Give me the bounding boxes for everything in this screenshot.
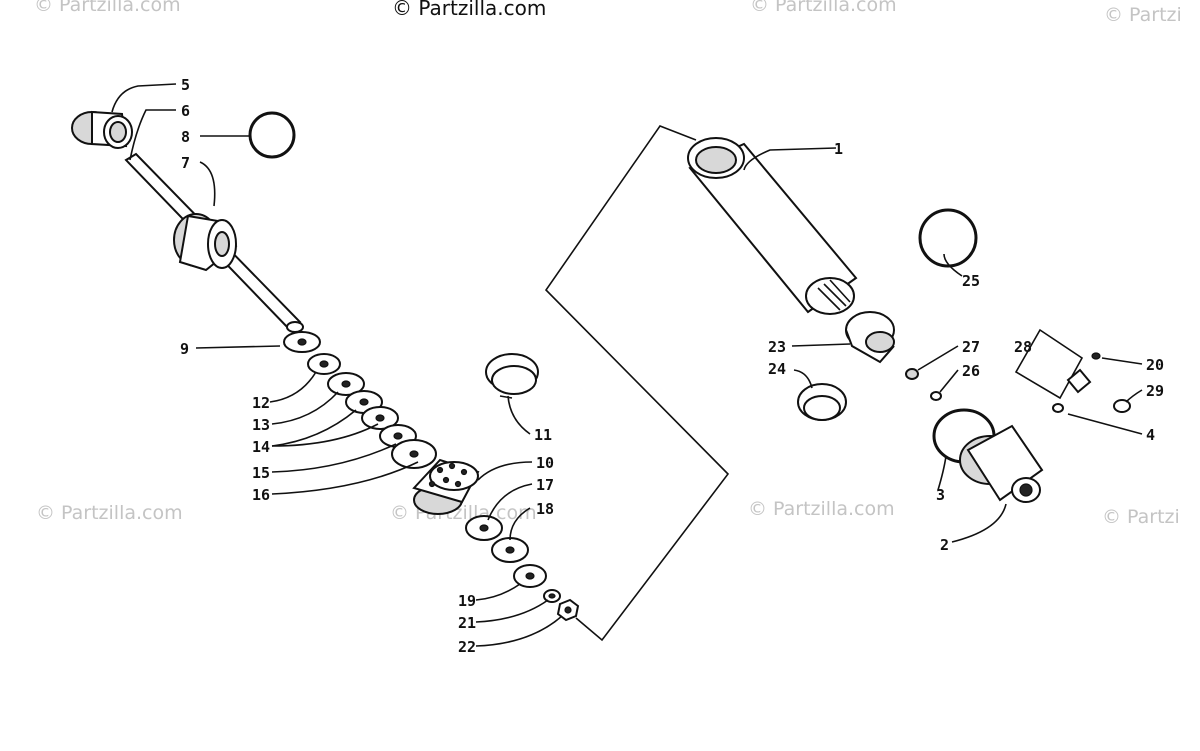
callout-25: 25 [962,272,980,290]
part-26-valve [930,391,942,401]
callout-1: 1 [834,140,843,158]
callout-5: 5 [181,76,190,94]
callout-22: 22 [458,638,476,656]
part-25-ring [918,208,978,268]
part-5-rod-eye [71,110,133,149]
leader-lines [111,83,1143,647]
part-10-piston [412,458,480,515]
part-28-valve-assembly [1014,328,1131,413]
shim-stack [283,331,437,469]
part-7-seal-head [173,213,238,272]
callout-10: 10 [536,454,554,472]
part-2-end-cap [959,424,1044,503]
callout-28: 28 [1014,338,1032,356]
callout-2: 2 [940,536,949,554]
callout-17: 17 [536,476,554,494]
part-1-shock-body [687,137,858,315]
part-24-band [797,383,847,421]
part-23-bushing [845,311,895,364]
watermark-main: © Partzilla.com [392,0,547,20]
callout-29: 29 [1146,382,1164,400]
watermark-mid-far-right: © Partzi [1102,506,1180,528]
callout-15: 15 [252,464,270,482]
part-27-washer [905,368,919,380]
callout-27: 27 [962,338,980,356]
callout-20: 20 [1146,356,1164,374]
callout-11: 11 [534,426,552,444]
callout-26: 26 [962,362,980,380]
callout-3: 3 [936,486,945,504]
callout-7: 7 [181,154,190,172]
part-8-o-ring [248,111,296,159]
callout-18: 18 [536,500,554,518]
callout-19: 19 [458,592,476,610]
lower-washers [465,515,580,622]
callout-4: 4 [1146,426,1155,444]
callout-16: 16 [252,486,270,504]
callout-24: 24 [768,360,786,378]
watermark-mid-left: © Partzilla.com [36,502,183,524]
callout-13: 13 [252,416,270,434]
watermark-top-center: © Partzilla.com [750,0,897,16]
callout-12: 12 [252,394,270,412]
callout-6: 6 [181,102,190,120]
callout-14: 14 [252,438,270,456]
callout-23: 23 [768,338,786,356]
callout-labels: 5 6 8 7 9 12 13 14 15 16 11 10 17 18 19 … [180,76,1164,656]
callout-8: 8 [181,128,190,146]
callout-9: 9 [180,340,189,358]
watermark-top-left: © Partzilla.com [34,0,181,16]
callout-21: 21 [458,614,476,632]
assembly-bracket [544,125,730,642]
part-11-piston-band [485,353,539,399]
watermark-top-right: © Partzi [1104,4,1182,26]
watermark-mid-right: © Partzilla.com [748,498,895,520]
